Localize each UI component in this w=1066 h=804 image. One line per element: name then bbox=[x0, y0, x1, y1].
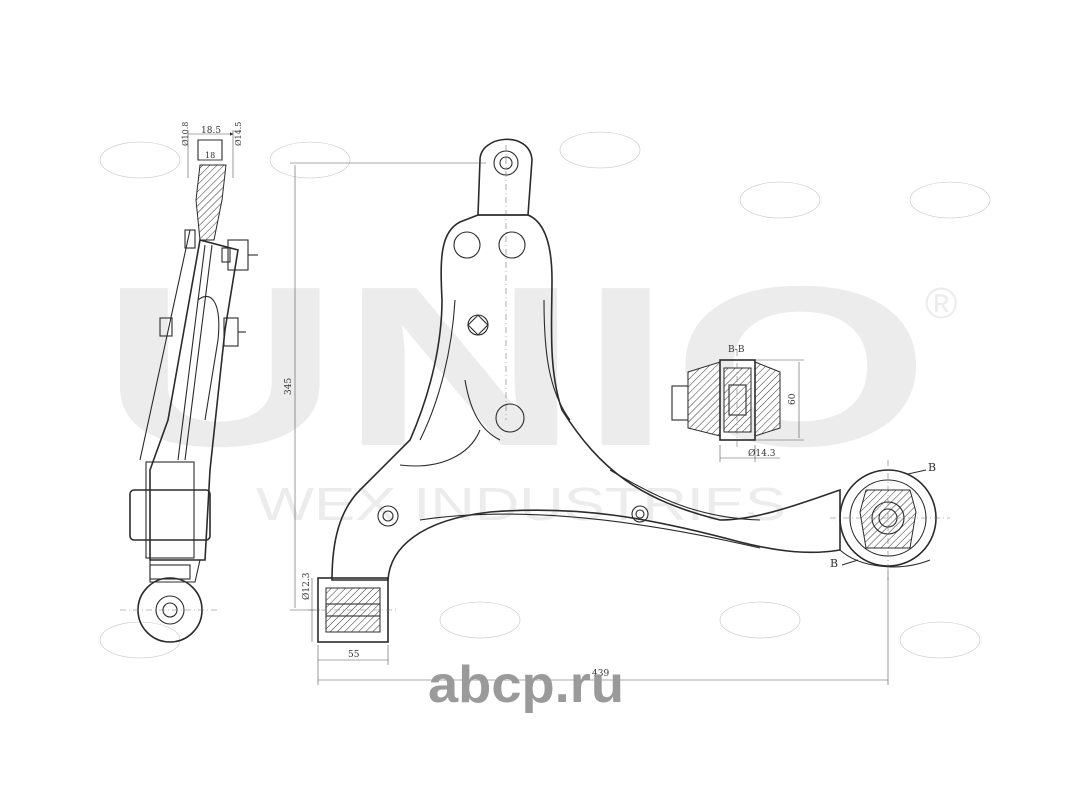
watermark-subtitle: WEX INDUSTRIES bbox=[256, 478, 786, 530]
section-mark-bottom: B bbox=[830, 557, 838, 570]
side-view bbox=[120, 130, 258, 643]
background-watermark-pattern bbox=[99, 131, 991, 659]
dim-section-dia: Ø14.3 bbox=[748, 448, 776, 459]
dim-side-od: Ø14.5 bbox=[234, 122, 243, 146]
dim-bush-dia: Ø12.3 bbox=[301, 572, 312, 600]
section-label: B-B bbox=[728, 345, 745, 355]
main-dimensions bbox=[290, 162, 889, 685]
section-bb-view bbox=[671, 350, 804, 462]
dim-section-height: 60 bbox=[788, 393, 798, 405]
dim-height: 345 bbox=[284, 378, 294, 395]
watermark-brand: UNIO bbox=[100, 240, 930, 494]
dim-side-width: 18.5 bbox=[201, 126, 221, 136]
site-logo: abcp.ru bbox=[428, 656, 624, 714]
dim-side-hole: Ø10.8 bbox=[181, 122, 190, 146]
dim-total-len: 439 bbox=[592, 669, 609, 679]
dim-bush-len: 55 bbox=[348, 650, 360, 660]
main-arm-view bbox=[308, 138, 950, 643]
watermark-registered-mark: ® bbox=[925, 279, 957, 328]
section-mark-top: B bbox=[928, 461, 936, 474]
dim-side-small: 18 bbox=[205, 151, 215, 160]
